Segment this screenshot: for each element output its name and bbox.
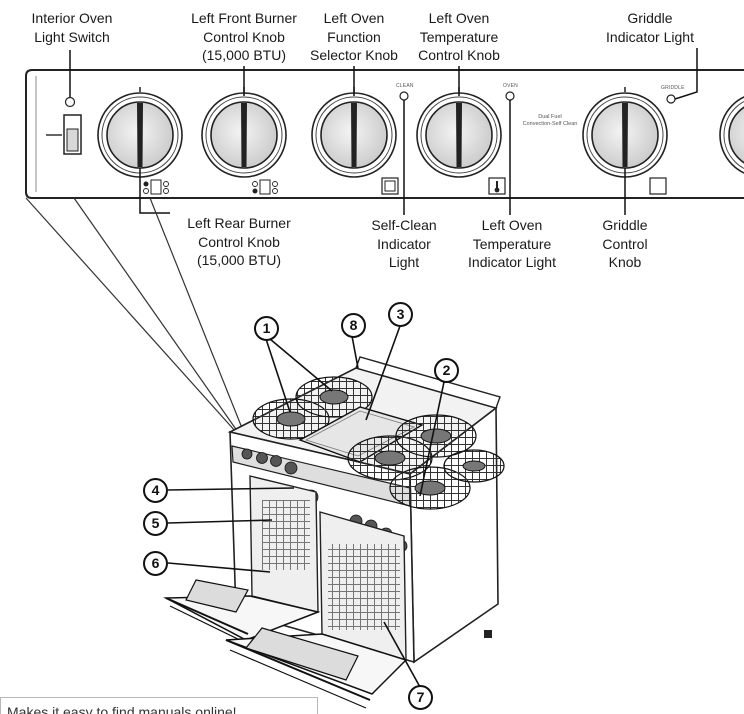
callout-6: 6: [143, 551, 168, 576]
temperature-indicator-light: [505, 91, 515, 101]
knob-function-selector: [311, 87, 397, 178]
burner-position-icon-front: [252, 179, 278, 195]
interior-light-switch: [46, 96, 82, 155]
callout-5: 5: [143, 511, 168, 536]
label-function-selector-knob: Left Oven Function Selector Knob: [310, 10, 398, 63]
burner-position-icon-rear: [143, 179, 169, 195]
control-panel: [25, 69, 744, 199]
thermometer-icon: [488, 177, 506, 195]
callout-3: 3: [388, 302, 413, 327]
knob-left-front-burner: [201, 87, 287, 178]
label-griddle-control-knob: Griddle Control Knob: [602, 217, 648, 270]
label-griddle-indicator-light: Griddle Indicator Light: [606, 10, 694, 45]
panel-text-griddle: GRIDDLE: [661, 85, 685, 91]
panel-badge: Dual Fuel Convection-Self Clean: [522, 114, 578, 127]
griddle-icon: [649, 177, 667, 195]
callout-leaders: [167, 325, 445, 688]
label-left-front-burner-knob: Left Front Burner Control Knob (15,000 B…: [191, 10, 297, 63]
right-burner-grates: [347, 414, 505, 510]
label-interior-light-switch: Interior Oven Light Switch: [31, 10, 113, 45]
banner-text: Makes it easy to find manuals online!: [7, 704, 237, 714]
callout-4: 4: [143, 478, 168, 503]
label-temperature-indicator-light: Left Oven Temperature Indicator Light: [468, 217, 556, 270]
panel-leader-lines: [69, 48, 698, 215]
label-left-rear-burner-knob: Left Rear Burner Control Knob (15,000 BT…: [187, 215, 291, 268]
callout-1: 1: [254, 316, 279, 341]
manuals-banner[interactable]: Makes it easy to find manuals online!: [0, 697, 318, 714]
left-burner-grates: [252, 376, 373, 440]
knob-partial-right: [719, 96, 744, 174]
callout-8: 8: [341, 313, 366, 338]
zoom-lines: [25, 197, 247, 439]
label-self-clean-indicator-light: Self-Clean Indicator Light: [371, 217, 437, 270]
panel-text-clean: CLEAN: [396, 83, 414, 89]
oven-function-icon: [381, 177, 399, 195]
callout-2: 2: [434, 358, 459, 383]
griddle-indicator-light: [666, 94, 676, 104]
panel-text-oven: OVEN: [503, 83, 518, 89]
label-temperature-control-knob: Left Oven Temperature Control Knob: [418, 10, 500, 63]
knob-temperature-control: [416, 87, 502, 178]
self-clean-indicator-light: [399, 91, 409, 101]
callout-7: 7: [408, 685, 433, 710]
backguard: [355, 356, 501, 409]
